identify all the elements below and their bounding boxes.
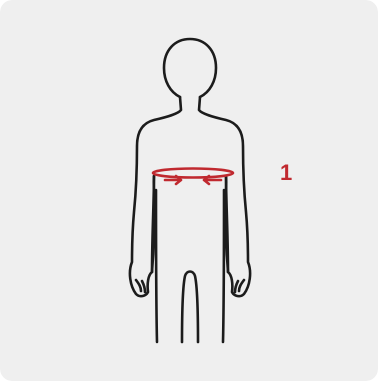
left-leg-outline [156,190,157,342]
measurement-number-label: 1 [280,162,292,184]
right-leg-outline [223,190,224,342]
